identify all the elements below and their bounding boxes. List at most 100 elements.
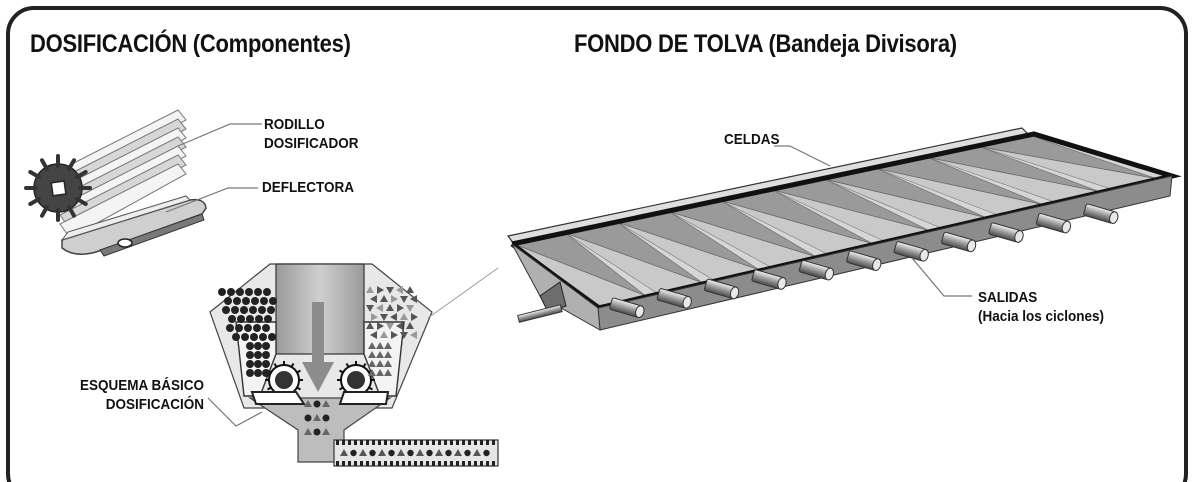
seed-ball <box>262 351 270 359</box>
screw-tooth <box>366 461 369 466</box>
seed-triangle <box>384 360 392 367</box>
seed-ball <box>258 306 266 314</box>
screw-tooth <box>342 461 345 466</box>
seed-triangle <box>384 351 392 358</box>
seed-ball <box>407 449 414 457</box>
seed-triangle <box>400 296 408 303</box>
screw-tooth <box>348 440 351 445</box>
seed-ball <box>254 351 262 359</box>
metering-roller-tooth <box>339 369 345 374</box>
seed-ball <box>226 324 234 332</box>
screw-tooth <box>480 461 483 466</box>
seed-triangle <box>322 428 330 435</box>
label-salidas-line2: (Hacia los ciclones) <box>978 308 1105 325</box>
seed-triangle <box>368 369 376 376</box>
label-rodillo-dosificador: RODILLO DOSIFICADOR <box>264 115 359 153</box>
seed-ball <box>269 297 277 305</box>
title-dosificacion: DOSIFICACIÓN (Componentes) <box>30 30 351 58</box>
seed-triangle <box>370 331 377 339</box>
seed-ball <box>250 333 258 341</box>
seed-ball <box>259 333 267 341</box>
seed-ball <box>255 315 263 323</box>
seed-triangle <box>366 305 374 312</box>
seed-triangle <box>377 286 384 294</box>
metering-roller-tooth <box>273 363 278 369</box>
seed-triangle <box>378 449 386 456</box>
screw-tooth <box>420 461 423 466</box>
screw-tooth <box>480 440 483 445</box>
seed-ball <box>264 315 272 323</box>
seed-triangle <box>416 449 424 456</box>
seed-ball <box>253 324 261 332</box>
screw-tooth <box>408 440 411 445</box>
seed-triangle <box>400 332 408 339</box>
seed-ball <box>233 297 241 305</box>
seed-triangle <box>384 369 392 376</box>
outlet-pipe <box>988 222 1024 243</box>
screw-tooth <box>462 461 465 466</box>
seed-triangle <box>376 369 384 376</box>
deflector-illustration <box>60 195 207 257</box>
metering-roller-tooth <box>362 363 367 369</box>
screw-tooth <box>408 461 411 466</box>
seed-triangle <box>411 313 418 321</box>
outlet-pipe <box>704 278 740 300</box>
seed-triangle <box>322 400 330 407</box>
seed-triangle <box>406 286 414 293</box>
seed-ball <box>322 414 330 422</box>
seed-triangle <box>380 314 388 321</box>
seed-triangle <box>313 414 321 421</box>
roller-illustration <box>24 109 187 239</box>
roller-tooth <box>40 158 49 171</box>
screw-tooth <box>342 440 345 445</box>
outer-frame <box>6 6 1188 482</box>
seed-ball <box>262 324 270 332</box>
seed-ball <box>313 428 321 436</box>
screw-tooth <box>414 461 417 466</box>
roller-tooth <box>75 170 88 179</box>
seed-triangle <box>410 295 417 303</box>
seed-ball <box>235 324 243 332</box>
seed-ball <box>304 414 312 422</box>
seed-triangle <box>386 287 394 294</box>
screw-tooth <box>492 461 495 466</box>
seed-triangle <box>368 351 376 358</box>
screw-tooth <box>396 461 399 466</box>
seed-ball <box>218 288 226 296</box>
metering-roller-tooth <box>367 386 373 391</box>
screw-tooth <box>426 440 429 445</box>
seed-triangle <box>454 449 462 456</box>
seed-triangle <box>397 449 405 456</box>
screw-tooth <box>492 440 495 445</box>
metering-roller-tooth <box>267 386 273 391</box>
screw-tooth <box>336 461 339 466</box>
outlet-pipe <box>846 250 882 272</box>
seed-ball <box>254 288 262 296</box>
leader-rodillo <box>177 123 262 147</box>
screw-tooth <box>354 461 357 466</box>
screw-tooth <box>456 461 459 466</box>
screw-tooth <box>468 440 471 445</box>
screw-tooth <box>360 440 363 445</box>
screw-tooth <box>474 440 477 445</box>
seed-triangle <box>366 286 374 293</box>
label-rodillo-line1: RODILLO <box>264 116 325 133</box>
seed-triangle <box>368 360 376 367</box>
roller-tooth <box>28 170 41 179</box>
seed-ball <box>249 306 257 314</box>
seed-ball <box>246 369 254 377</box>
metering-roller-tooth <box>290 363 295 369</box>
seed-ball <box>236 288 244 296</box>
screw-tooth <box>486 461 489 466</box>
seed-triangle <box>371 313 378 321</box>
metering-roller-tooth <box>295 386 301 391</box>
seed-triangle <box>406 322 414 329</box>
label-celdas: CELDAS <box>724 131 780 148</box>
seed-ball <box>268 333 276 341</box>
screw-tooth <box>432 440 435 445</box>
seed-ball <box>426 449 433 457</box>
seed-ball <box>369 449 376 457</box>
seed-ball <box>262 360 270 368</box>
seed-ball <box>251 297 259 305</box>
seed-ball <box>254 360 262 368</box>
